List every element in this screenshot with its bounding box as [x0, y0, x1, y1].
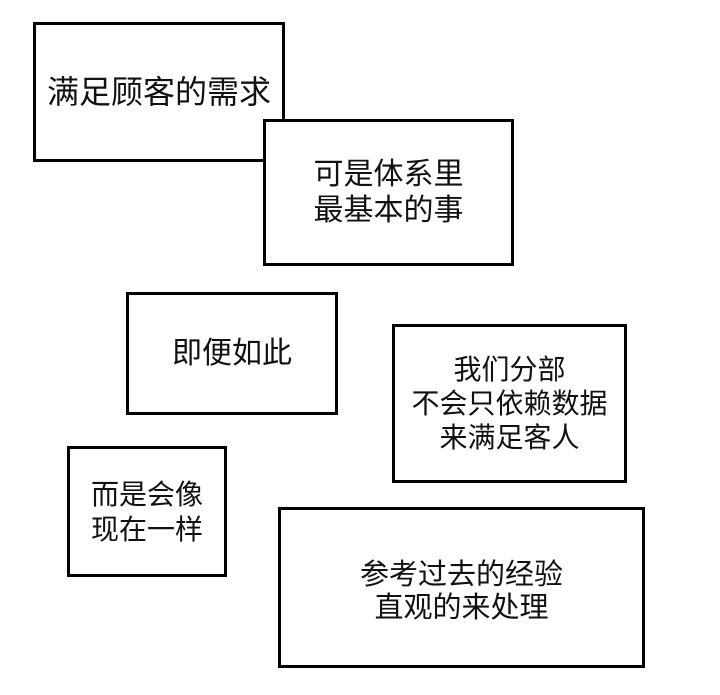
bubble-6-line-1: 参考过去的经验	[359, 557, 563, 591]
bubble-2-line-1: 可是体系里	[313, 156, 464, 192]
bubble-5-line-1: 而是会像	[90, 477, 203, 511]
speech-bubble-4: 我们分部 不会只依赖数据 来满足客人	[392, 324, 627, 483]
speech-bubble-3: 即便如此	[126, 292, 338, 415]
speech-bubble-2: 可是体系里 最基本的事	[263, 119, 514, 266]
bubble-6-line-2: 直观的来处理	[374, 590, 549, 624]
bubble-3-line-1: 即便如此	[172, 335, 292, 371]
speech-bubble-1: 满足顾客的需求	[33, 22, 285, 162]
bubble-4-line-3: 来满足客人	[439, 420, 580, 454]
bubble-4-line-1: 我们分部	[453, 352, 566, 386]
bubble-1-line-1: 满足顾客的需求	[46, 73, 271, 111]
bubble-4-line-2: 不会只依赖数据	[411, 386, 608, 420]
speech-bubble-6: 参考过去的经验 直观的来处理	[278, 507, 645, 668]
speech-bubble-5: 而是会像 现在一样	[67, 446, 227, 577]
bubble-5-line-2: 现在一样	[90, 512, 203, 546]
bubble-2-line-2: 最基本的事	[313, 192, 464, 228]
